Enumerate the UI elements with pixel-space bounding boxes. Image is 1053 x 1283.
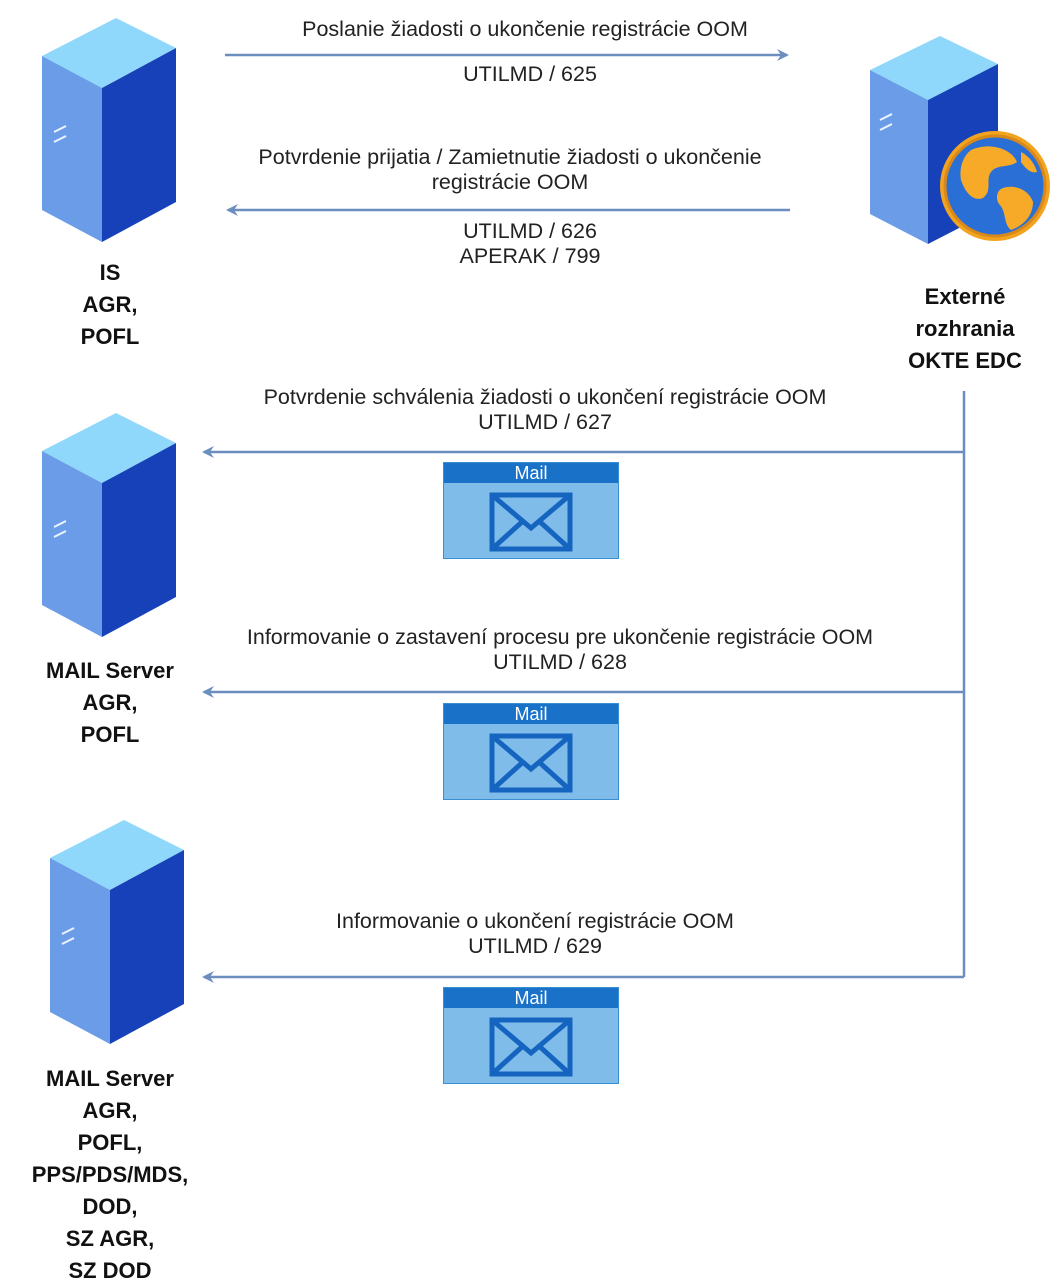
mail-icon: Mail [443,987,619,1084]
message-label-approval: Potvrdenie schválenia žiadosti o ukončen… [263,385,827,434]
node-label-mail-server-2: MAIL Server AGR, POFL, PPS/PDS/MDS, DOD,… [31,1066,189,1283]
node-label-mail-server-1: MAIL Server AGR, POFL [46,658,174,747]
mail-icon: Mail [443,703,619,800]
message-code-confirmation: UTILMD / 626 APERAK / 799 [459,219,601,268]
mail-icon-label: Mail [444,988,618,1008]
mail-icon-label: Mail [444,463,618,483]
mail-icon: Mail [443,462,619,559]
server-icon [50,820,184,1044]
globe-icon [940,131,1050,241]
envelope-icon [489,492,573,552]
node-label-external: Externé rozhrania OKTE EDC [908,284,1022,373]
envelope-icon [489,1017,573,1077]
message-label-termination: Informovanie o ukončení registrácie OOM … [336,909,734,958]
server-icon [42,18,176,242]
envelope-icon [489,733,573,793]
message-label-request: Poslanie žiadosti o ukončenie registráci… [302,17,748,41]
message-label-confirmation: Potvrdenie prijatia / Zamietnutie žiados… [258,145,762,194]
node-label-is: IS AGR, POFL [80,260,140,349]
message-label-stop-process: Informovanie o zastavení procesu pre uko… [246,625,874,674]
message-code-request: UTILMD / 625 [463,62,597,86]
mail-icon-label: Mail [444,704,618,724]
server-icon [42,413,176,637]
